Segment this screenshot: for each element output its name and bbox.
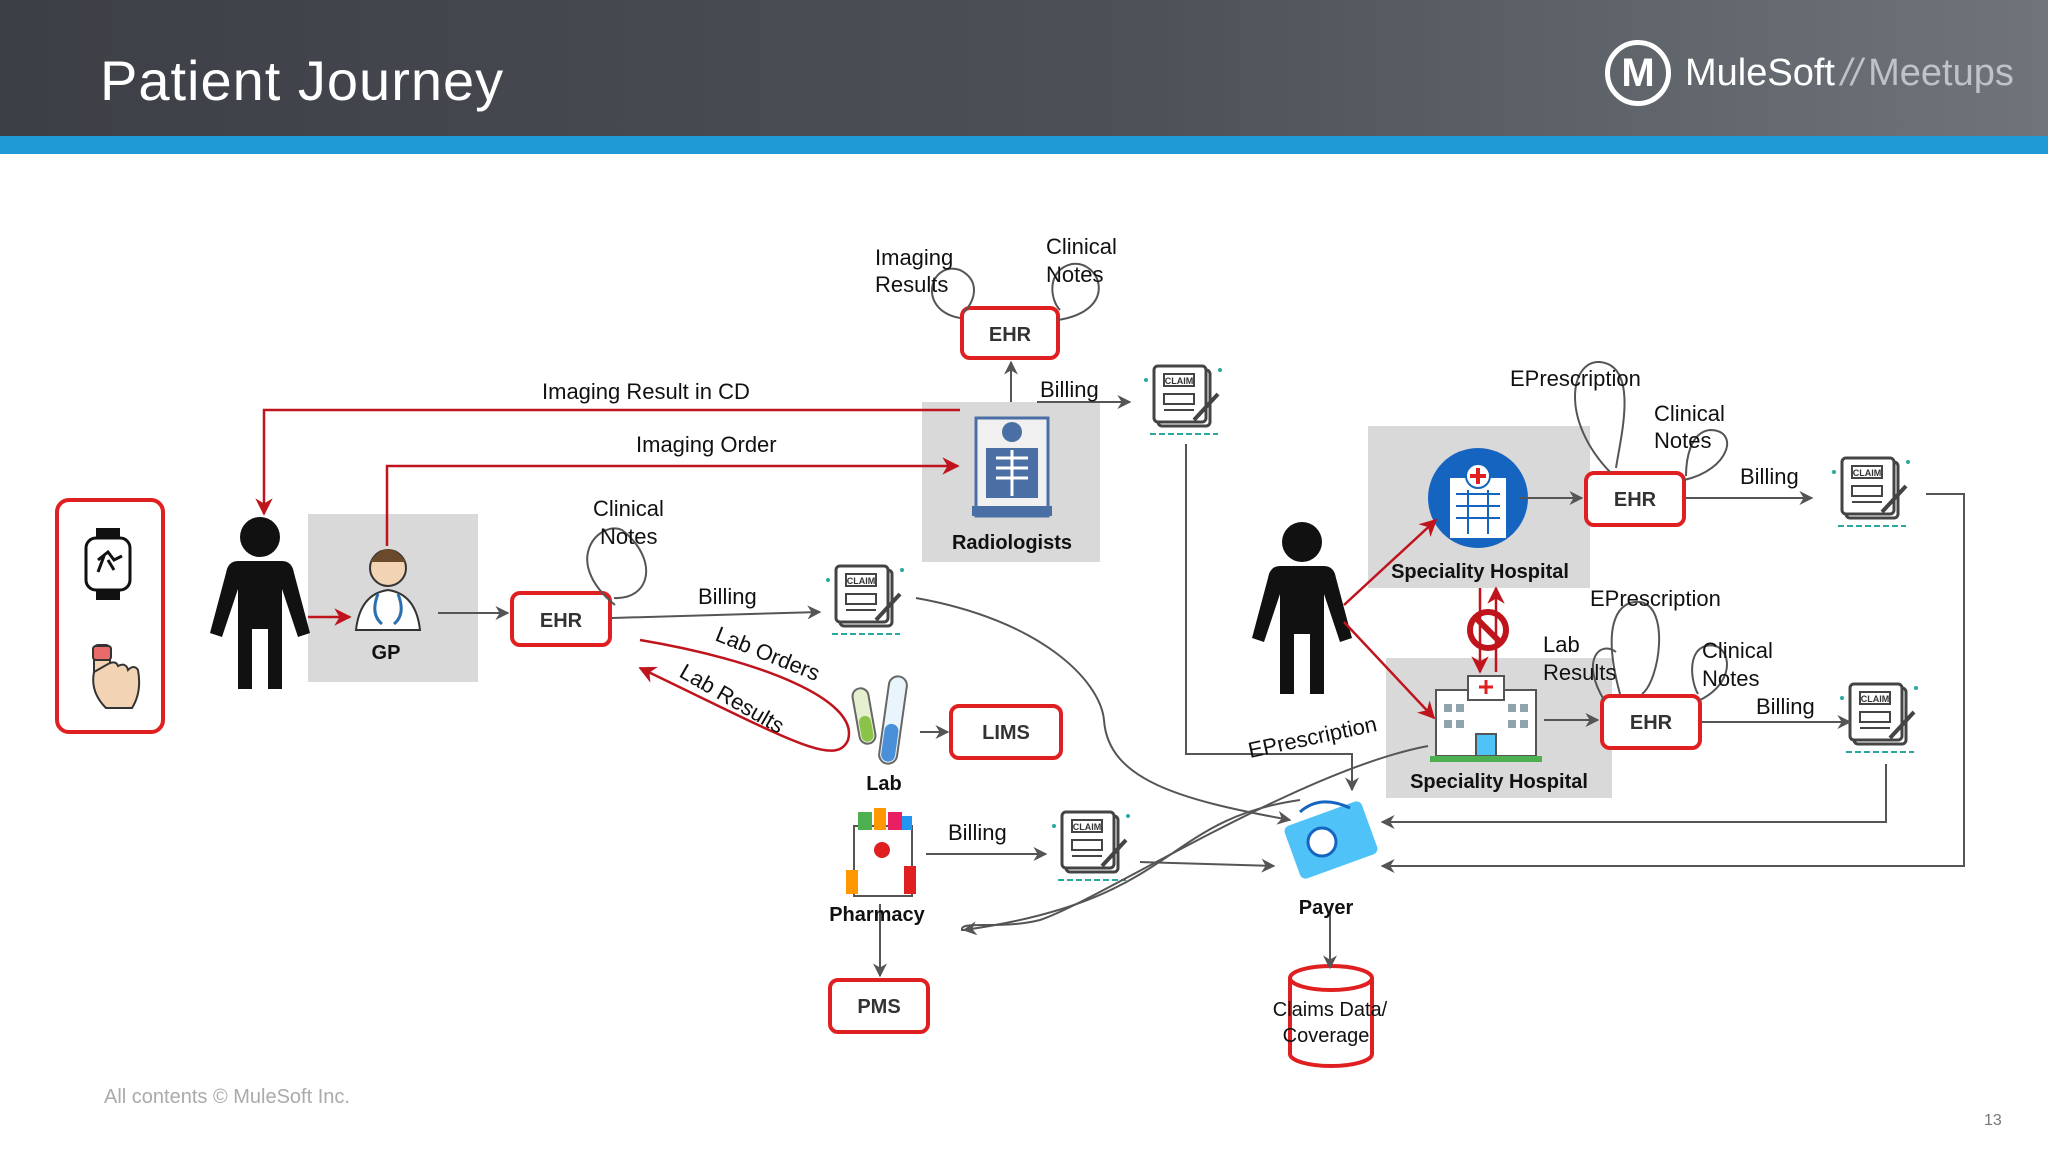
edge-ehr-top-notes-loop xyxy=(1683,428,1729,481)
mulesoft-meetups-logo: M MuleSoft // Meetups xyxy=(1605,38,2014,108)
test-tubes-icon xyxy=(851,675,908,765)
finger-pulse-oximeter-icon xyxy=(92,644,141,709)
page-number: 13 xyxy=(1984,1112,2002,1129)
edge-claim-bottom-to-payer xyxy=(1380,764,1887,829)
rad-imaging-results-label-1: Imaging xyxy=(875,245,953,270)
slide-title: Patient Journey xyxy=(100,49,505,112)
rad-clinical-notes-label-1: Clinical xyxy=(1046,234,1117,259)
edge-patient-to-hospital-bottom xyxy=(1343,621,1436,720)
mid-clinical-notes-label-1: Clinical xyxy=(1702,638,1773,663)
mid-clinical-notes-label-2: Notes xyxy=(1702,666,1759,691)
gp-billing-label: Billing xyxy=(698,584,757,609)
edge-ehr-bottom-notes-loop xyxy=(1691,644,1728,701)
edge-rad-notes-loop xyxy=(1051,262,1100,321)
ehr-radiology-label: EHR xyxy=(989,324,1032,346)
edge-claim-rad-to-payer xyxy=(1185,444,1359,792)
edge-claim-gp-to-payer xyxy=(915,597,1292,825)
copyright-footer: All contents © MuleSoft Inc. xyxy=(104,1086,350,1108)
pms-label: PMS xyxy=(857,996,900,1018)
claims-db-label-1: Claims Data/ xyxy=(1273,999,1388,1021)
ehr-radiology-box xyxy=(960,306,1060,360)
ehr-hospital-top-box xyxy=(1584,471,1686,527)
mid-billing-label: Billing xyxy=(1756,694,1815,719)
claim-text-3: CLAIM xyxy=(1853,468,1882,478)
claims-database-icon xyxy=(1288,964,1374,1068)
edge-ehr-top-eprescription-loop xyxy=(1574,360,1626,473)
gp-clinical-notes-label-2: Notes xyxy=(600,524,657,549)
claims-db-label-2: Coverage xyxy=(1283,1025,1370,1047)
header-bar xyxy=(0,0,2048,136)
hospital-top-label: Speciality Hospital xyxy=(1391,561,1569,583)
edge-claim-top-to-payer xyxy=(1380,493,1965,873)
patient-icon-gp xyxy=(210,517,310,689)
edge-imaging-result-cd xyxy=(255,408,960,516)
hospital-building-icon xyxy=(1430,675,1542,762)
logo-brand: MuleSoft xyxy=(1685,51,1835,94)
edge-lab-orders-loop xyxy=(638,638,851,752)
rad-clinical-notes-label-2: Notes xyxy=(1046,262,1103,287)
claim-text-2: CLAIM xyxy=(1073,822,1102,832)
smartwatch-icon xyxy=(84,528,132,600)
logo-suffix: Meetups xyxy=(1868,51,2014,94)
header-accent-stripe xyxy=(0,136,2048,154)
top-eprescription-label: EPrescription xyxy=(1510,366,1641,391)
gp-label: GP xyxy=(372,642,401,664)
lab-orders-label: Lab Orders xyxy=(712,621,823,685)
payer-label: Payer xyxy=(1299,897,1354,919)
claim-text-0: CLAIM xyxy=(847,576,876,586)
edge-imaging-order xyxy=(385,457,960,546)
radiologists-label: Radiologists xyxy=(952,532,1072,554)
lims-box xyxy=(949,704,1063,760)
mid-lab-results-label-1: Lab xyxy=(1543,632,1580,657)
ehr-gp-label: EHR xyxy=(540,610,583,632)
logo-separator: // xyxy=(1840,51,1863,94)
edge-ehr-bottom-eprescription-loop xyxy=(1610,600,1660,695)
edge-ehr-billing xyxy=(611,605,822,620)
lims-label: LIMS xyxy=(982,722,1030,744)
no-entry-icon xyxy=(1467,609,1509,651)
gp-clinical-notes-label-1: Clinical xyxy=(593,496,664,521)
top-clinical-notes-label-2: Notes xyxy=(1654,428,1711,453)
mulesoft-logo-icon: M xyxy=(1605,40,1671,106)
top-clinical-notes-label-1: Clinical xyxy=(1654,401,1725,426)
ehr-hospital-top-label: EHR xyxy=(1614,489,1657,511)
lab-results-label: Lab Results xyxy=(676,659,789,739)
edge-gp-notes-loop xyxy=(586,527,648,606)
ehr-hospital-bottom-label: EHR xyxy=(1630,712,1673,734)
top-billing-label: Billing xyxy=(1740,464,1799,489)
xray-icon xyxy=(972,416,1052,518)
edge-rad-imaging-loop xyxy=(931,267,975,319)
claim-text-1: CLAIM xyxy=(1165,376,1194,386)
edge-payer-to-pharmacy xyxy=(962,799,1301,936)
mid-lab-results-label-2: Results xyxy=(1543,660,1616,685)
edge-patient-to-hospital-top xyxy=(1343,518,1438,606)
imaging-order-label: Imaging Order xyxy=(636,432,777,457)
hospital-circle-icon xyxy=(1428,448,1528,548)
ehr-gp-box xyxy=(510,591,612,647)
ehr-hospital-bottom-box xyxy=(1600,694,1702,750)
mid-eprescription-label: EPrescription xyxy=(1590,586,1721,611)
pharmacy-bag-icon xyxy=(846,808,916,897)
insurance-card-icon xyxy=(1284,800,1378,879)
eprescription-payer-label: EPrescription xyxy=(1246,711,1379,763)
claim-text-4: CLAIM xyxy=(1861,694,1890,704)
lab-label: Lab xyxy=(866,773,902,795)
pharmacy-label: Pharmacy xyxy=(829,904,925,926)
rad-billing-label: Billing xyxy=(1040,377,1099,402)
imaging-result-cd-label: Imaging Result in CD xyxy=(542,379,750,404)
doctor-icon xyxy=(354,549,422,631)
hospital-bottom-label: Speciality Hospital xyxy=(1410,771,1588,793)
pms-box xyxy=(828,978,930,1034)
patient-icon-hospital xyxy=(1252,522,1352,694)
rad-imaging-results-label-2: Results xyxy=(875,272,948,297)
edge-ehr-bottom-lab-loop xyxy=(1591,647,1617,701)
pharmacy-billing-label: Billing xyxy=(948,820,1007,845)
edge-claim-pharmacy-to-payer xyxy=(1139,858,1276,873)
